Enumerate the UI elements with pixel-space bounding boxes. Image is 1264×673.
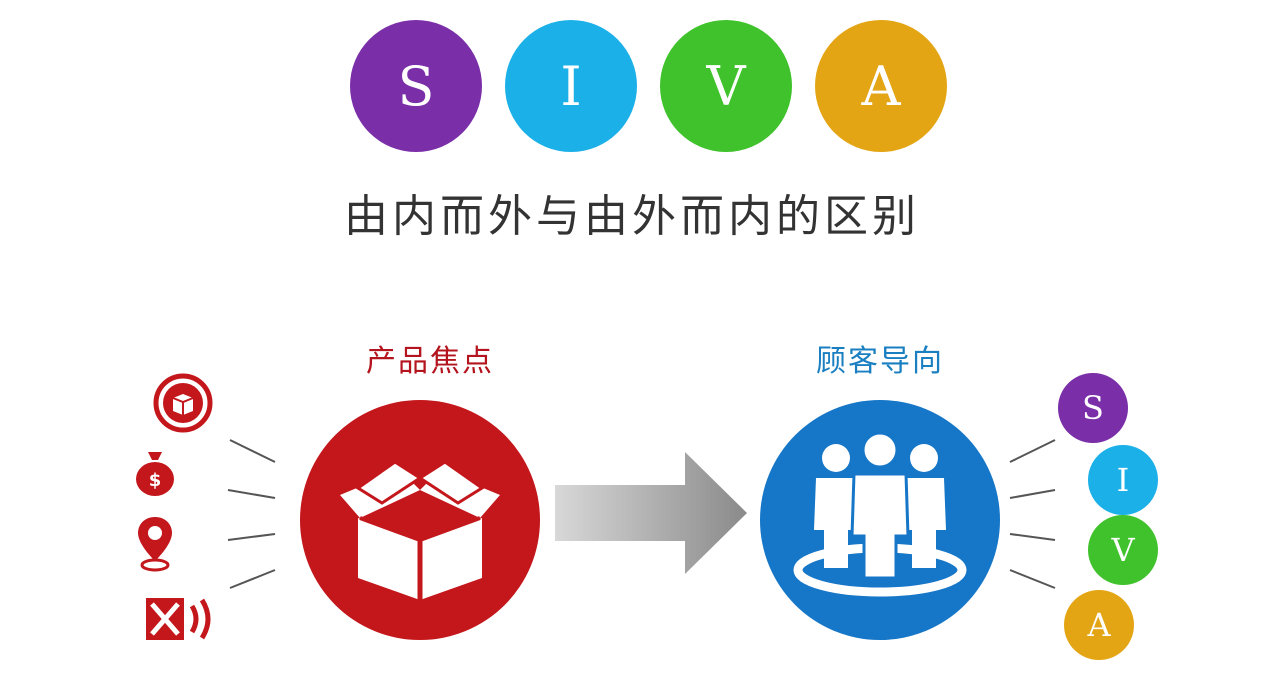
siva-top-s-circle: S — [350, 20, 482, 152]
siva-top-a-letter: A — [861, 54, 901, 118]
siva-right-v-letter: V — [1111, 531, 1135, 569]
siva-right-v-circle: V — [1088, 515, 1158, 585]
money-bag-icon: $ — [136, 452, 174, 496]
siva-top-v-letter: V — [706, 54, 746, 118]
customer-oriented-label: 顾客导向 — [816, 344, 944, 379]
page-title: 由内而外与由外而内的区别 — [344, 191, 920, 242]
siva-top-a-circle: A — [815, 20, 947, 152]
siva-right-i-circle: I — [1088, 445, 1158, 515]
right-radiating-lines — [1009, 439, 1056, 589]
siva-top-i-letter: I — [560, 54, 582, 118]
location-pin-icon — [138, 517, 172, 572]
product-box-icon — [300, 400, 540, 640]
siva-right-s-letter: S — [1082, 389, 1104, 427]
siva-right-i-letter: I — [1116, 461, 1130, 499]
siva-right-a-circle: A — [1064, 590, 1134, 660]
box-badge-icon — [153, 373, 213, 433]
siva-top-s-letter: S — [397, 54, 435, 118]
product-focus-label: 产品焦点 — [366, 344, 494, 379]
left-radiating-lines — [227, 439, 276, 589]
siva-top-i-circle: I — [505, 20, 637, 152]
siva-right-s-circle: S — [1058, 373, 1128, 443]
transition-arrow — [555, 452, 747, 574]
siva-top-v-circle: V — [660, 20, 792, 152]
customer-group-icon — [760, 400, 1000, 640]
svg-text:$: $ — [149, 470, 162, 491]
siva-right-a-letter: A — [1087, 606, 1111, 644]
broadcast-icon — [146, 598, 211, 640]
